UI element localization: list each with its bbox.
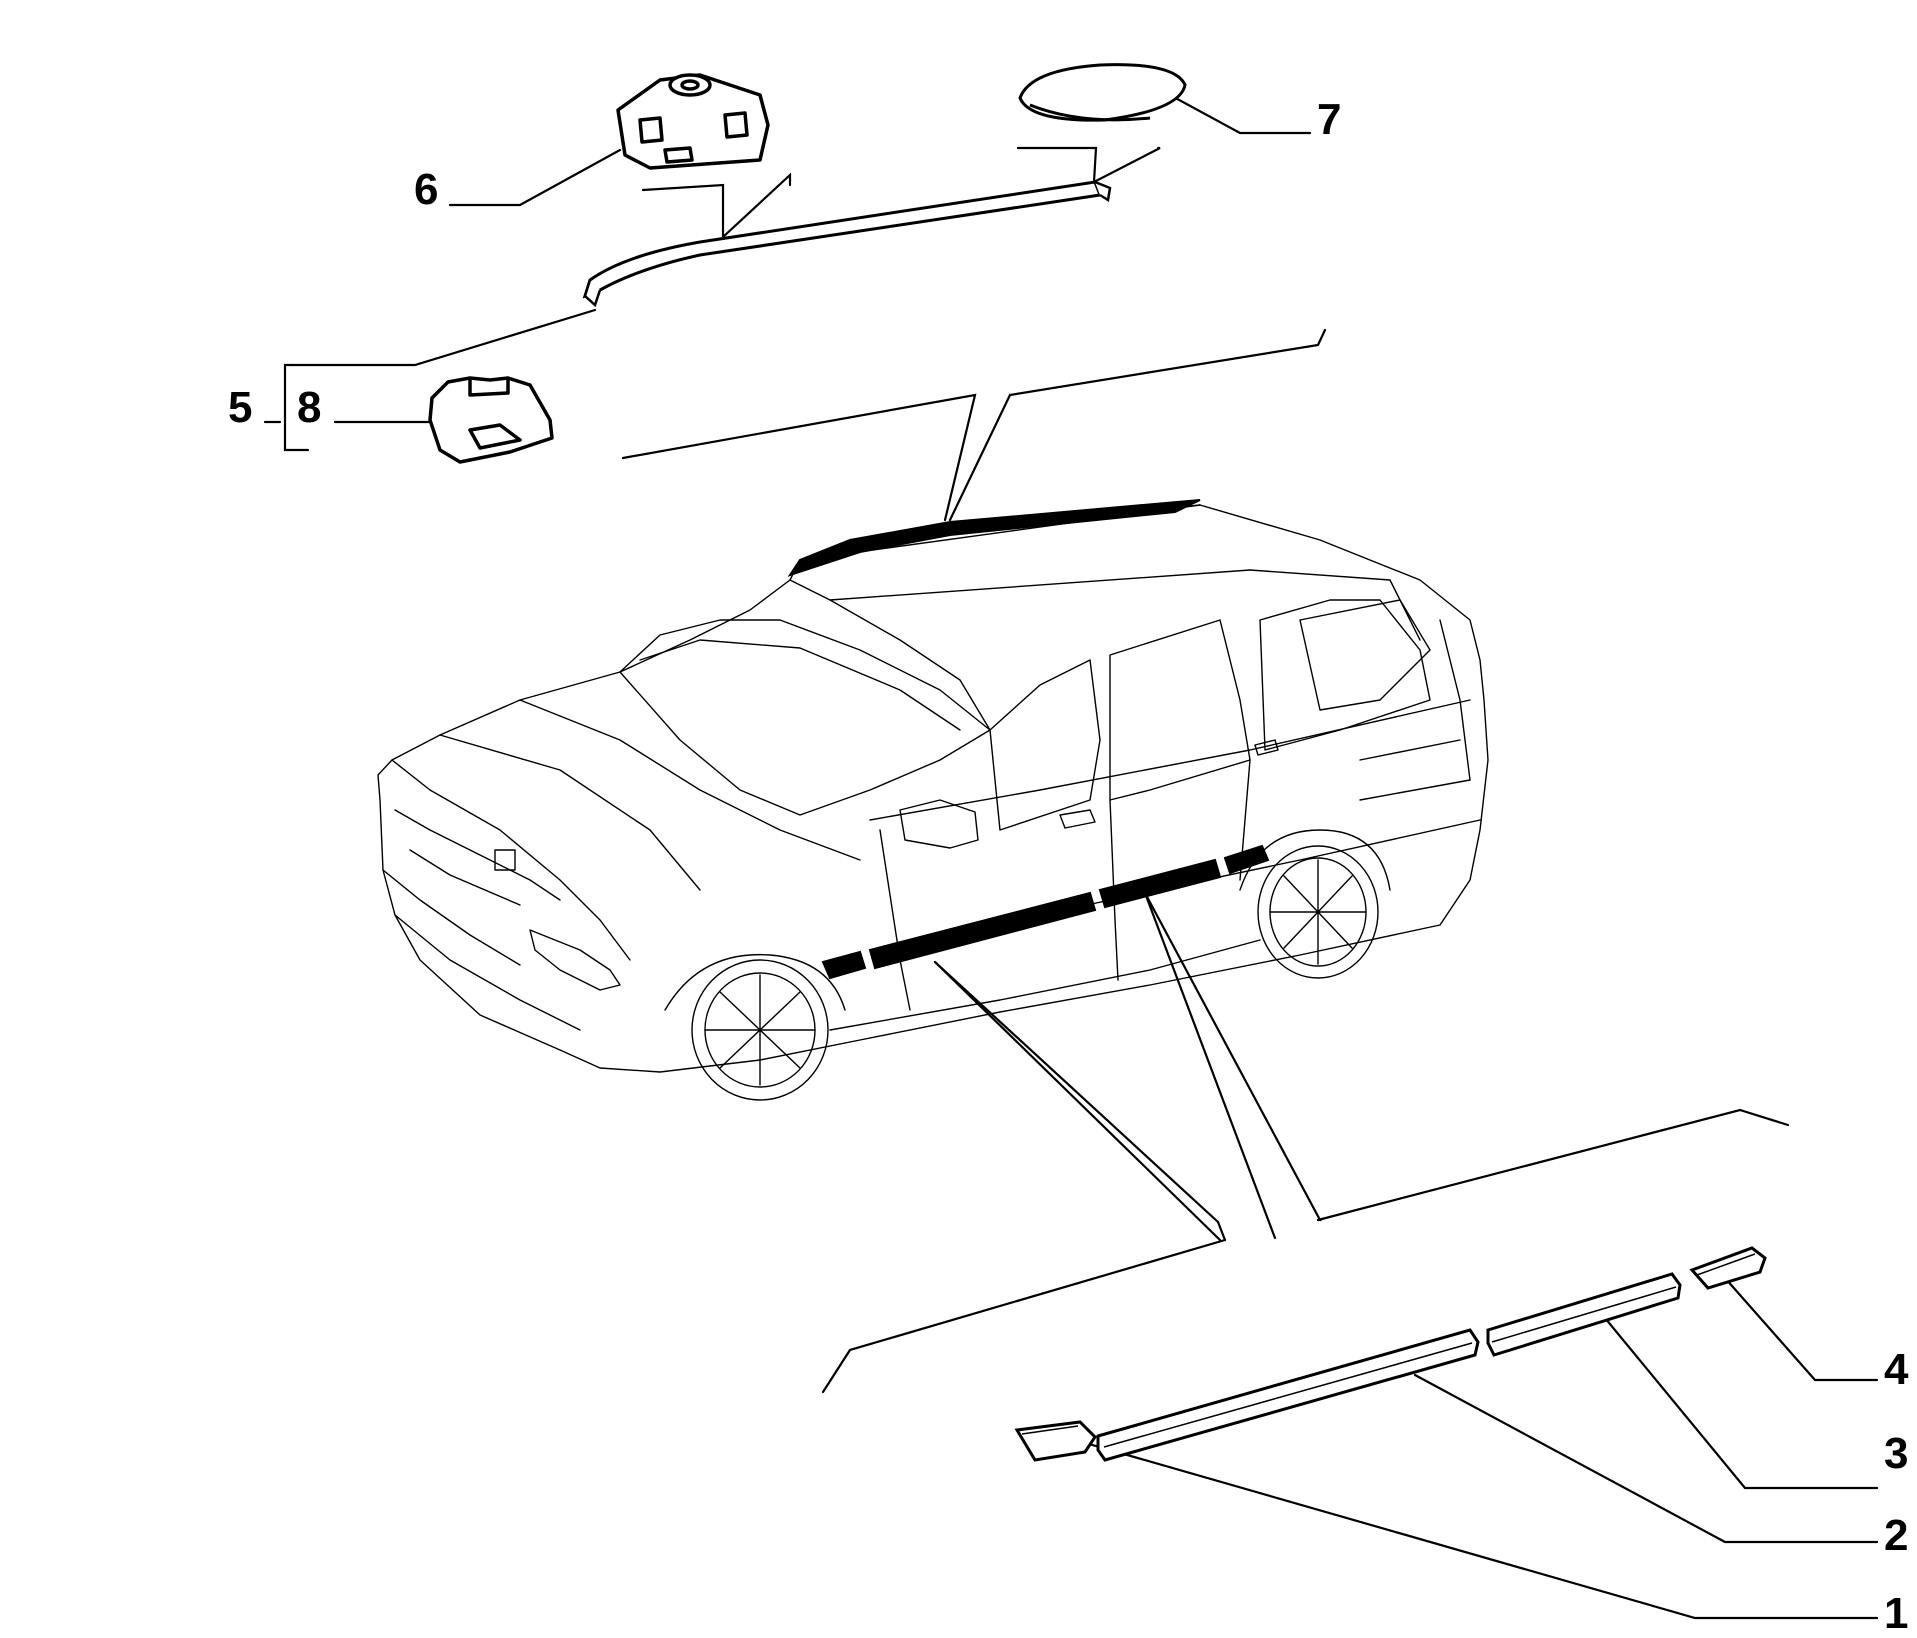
callout-3: 3 <box>1884 1429 1909 1478</box>
callout-1: 1 <box>1884 1589 1909 1638</box>
roof-strip-part <box>582 180 1103 299</box>
side-molding-highlights <box>821 844 1270 980</box>
leader-lines <box>263 93 1879 1620</box>
car-illustration <box>377 504 1489 1101</box>
molding-part-1 <box>1014 1420 1097 1462</box>
callout-8: 8 <box>297 383 322 432</box>
molding-part-4 <box>1689 1246 1767 1290</box>
roof-strip-highlight <box>787 499 1201 577</box>
clip-part-6 <box>616 73 770 170</box>
callout-2: 2 <box>1884 1511 1909 1560</box>
callout-6: 6 <box>414 165 439 214</box>
callout-4: 4 <box>1884 1345 1909 1394</box>
callout-7: 7 <box>1317 95 1342 144</box>
cap-part-7 <box>1018 63 1187 122</box>
callout-5: 5 <box>228 383 253 432</box>
clip-part-8 <box>428 376 554 464</box>
